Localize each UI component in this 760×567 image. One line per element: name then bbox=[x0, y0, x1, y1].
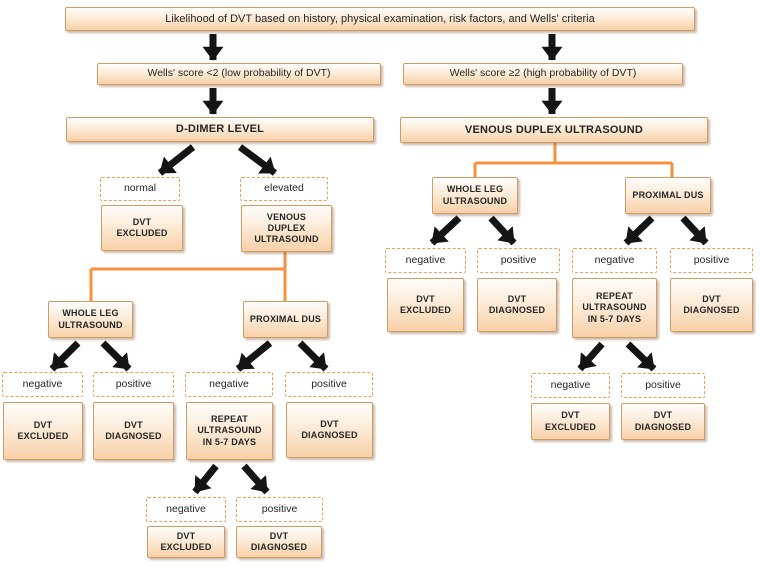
node-result-negative: negative bbox=[385, 248, 466, 273]
node-dvt-excluded: DVT EXCLUDED bbox=[3, 402, 83, 460]
arrow-left-pdus-to-negative bbox=[235, 340, 273, 372]
arrow-right-pdus-to-positive bbox=[680, 215, 709, 246]
node-ddimer-header: D-DIMER LEVEL bbox=[66, 117, 374, 142]
node-wells-low: Wells' score <2 (low probability of DVT) bbox=[97, 63, 381, 85]
node-dvt-diagnosed: DVT DIAGNOSED bbox=[621, 403, 705, 440]
node-result-negative: negative bbox=[2, 372, 83, 397]
node-venous-duplex: VENOUS DUPLEX ULTRASOUND bbox=[241, 205, 332, 252]
node-repeat-ultrasound: REPEAT ULTRASOUND IN 5-7 DAYS bbox=[186, 402, 273, 460]
node-result-positive: positive bbox=[93, 372, 174, 397]
node-result-positive: positive bbox=[236, 497, 323, 522]
node-result-positive: positive bbox=[477, 248, 560, 273]
arrow-left-repeat-to-negative bbox=[192, 463, 219, 495]
node-whole-leg-ultrasound: WHOLE LEG ULTRASOUND bbox=[48, 301, 133, 338]
arrow-right-pdus-to-negative bbox=[623, 215, 655, 246]
arrow-ddimer-to-elevated bbox=[237, 144, 278, 176]
node-dimer-elevated: elevated bbox=[240, 177, 328, 201]
node-result-negative: negative bbox=[531, 373, 610, 398]
node-dvt-diagnosed: DVT DIAGNOSED bbox=[236, 526, 322, 558]
node-repeat-ultrasound: REPEAT ULTRASOUND IN 5-7 DAYS bbox=[572, 278, 657, 338]
node-dimer-normal: normal bbox=[100, 177, 180, 201]
arrow-left-wlu-to-negative bbox=[49, 340, 81, 372]
node-dvt-excluded: DVT EXCLUDED bbox=[387, 278, 464, 332]
node-vdus-header: VENOUS DUPLEX ULTRASOUND bbox=[400, 117, 708, 143]
node-result-negative: negative bbox=[572, 248, 657, 273]
arrow-right-repeat-to-negative bbox=[577, 341, 605, 372]
node-proximal-dus: PROXIMAL DUS bbox=[243, 301, 328, 338]
arrow-right-wlu-to-positive bbox=[488, 215, 517, 246]
node-dvt-excluded: DVT EXCLUDED bbox=[101, 205, 183, 251]
node-proximal-dus: PROXIMAL DUS bbox=[625, 177, 711, 214]
node-result-negative: negative bbox=[146, 497, 226, 522]
arrow-right-wlu-to-negative bbox=[429, 215, 462, 246]
arrow-left-repeat-to-positive bbox=[241, 463, 270, 495]
node-result-positive: positive bbox=[621, 373, 705, 398]
arrow-left-wlu-to-positive bbox=[100, 340, 132, 372]
node-dvt-diagnosed: DVT DIAGNOSED bbox=[670, 278, 753, 332]
node-dvt-excluded: DVT EXCLUDED bbox=[147, 526, 225, 558]
connector-left-tree bbox=[89, 249, 287, 301]
arrow-right-repeat-to-positive bbox=[625, 341, 657, 372]
node-wells-high: Wells' score ≥2 (high probability of DVT… bbox=[403, 63, 683, 85]
arrow-ddimer-to-normal bbox=[157, 144, 196, 176]
node-dvt-diagnosed: DVT DIAGNOSED bbox=[286, 402, 373, 458]
connector-right-tree bbox=[473, 143, 674, 178]
node-dvt-excluded: DVT EXCLUDED bbox=[531, 403, 610, 440]
node-dvt-diagnosed: DVT DIAGNOSED bbox=[93, 402, 174, 460]
node-title: Likelihood of DVT based on history, phys… bbox=[65, 7, 695, 31]
node-whole-leg-ultrasound: WHOLE LEG ULTRASOUND bbox=[432, 177, 518, 214]
node-result-negative: negative bbox=[185, 372, 273, 397]
node-dvt-diagnosed: DVT DIAGNOSED bbox=[477, 278, 557, 332]
arrow-left-pdus-to-positive bbox=[297, 340, 329, 372]
node-result-positive: positive bbox=[285, 372, 373, 397]
node-result-positive: positive bbox=[670, 248, 753, 273]
